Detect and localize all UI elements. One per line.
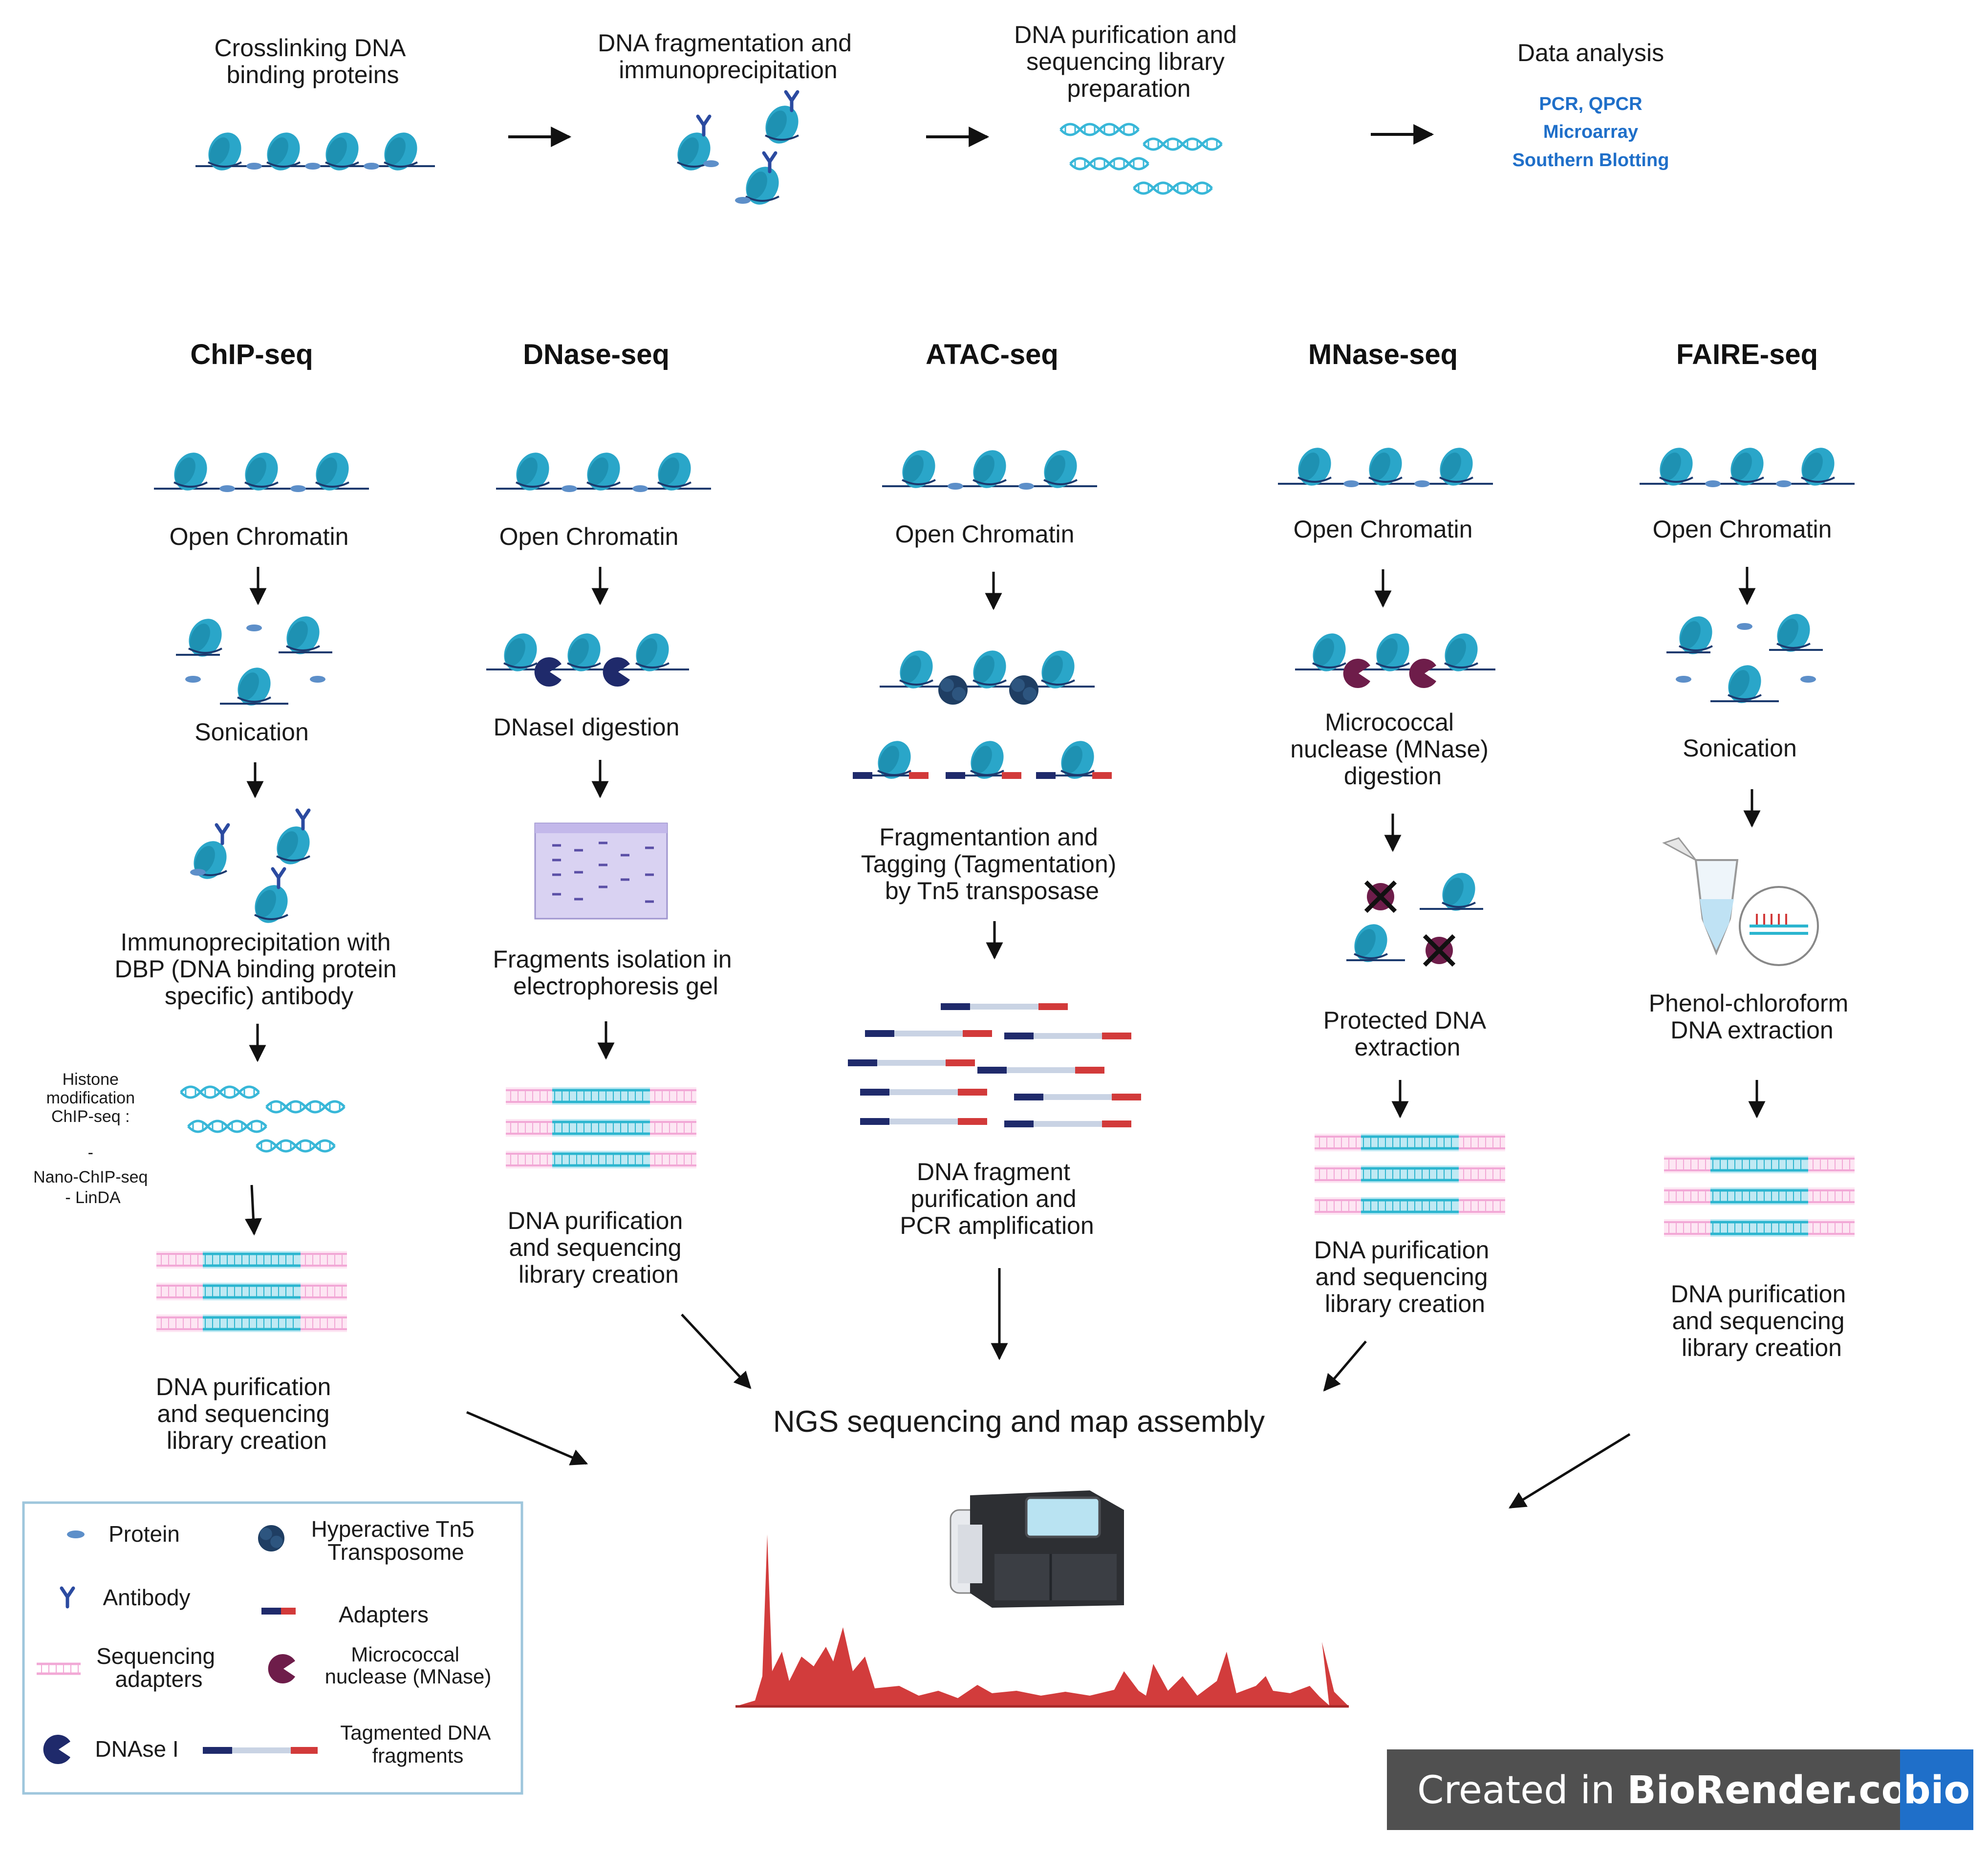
legend-label: DNAse I: [95, 1736, 178, 1762]
immunoprecipitation-icon: [187, 810, 317, 929]
method-title-faire-seq: FAIRE-seq: [1676, 339, 1818, 370]
extraction-tube-icon: [1662, 837, 1819, 966]
coverage-peaks-chart: [735, 1534, 1349, 1708]
legend-label: Hyperactive Tn5 Transposome: [311, 1516, 481, 1565]
method-title-dnase-seq: DNase-seq: [523, 339, 670, 370]
legend-label: Sequencing adapters: [96, 1643, 221, 1692]
step-label: Protected DNA extraction: [1323, 1007, 1492, 1061]
step-label: Open Chromatin: [1653, 516, 1832, 543]
step-label: DNA purification and sequencing library …: [156, 1373, 338, 1454]
sequencing-library-icon: [1664, 1156, 1855, 1237]
biorender-watermark: Created in BioRender.com bio: [1387, 1749, 1973, 1830]
adapters-icon: [261, 1608, 296, 1615]
electrophoresis-gel-icon: [534, 822, 668, 920]
step-label: Open Chromatin: [1294, 516, 1473, 543]
step-label: DNA purification and sequencing library …: [1671, 1280, 1853, 1361]
legend-label: Tagmented DNA fragments: [340, 1721, 496, 1767]
tagmented-fragments-icon: [848, 1003, 1141, 1127]
convergence-arrow: [1323, 1340, 1367, 1392]
step-label: Open Chromatin: [895, 520, 1075, 548]
convergence-arrow: [681, 1314, 752, 1389]
dna-helix-icon: [1060, 124, 1222, 194]
analysis-method: Microarray: [1543, 122, 1638, 142]
step-label: DNA purification and sequencing library …: [1314, 1236, 1496, 1317]
step-label: DNA fragment purification and PCR amplif…: [900, 1158, 1094, 1239]
legend-label: Adapters: [339, 1602, 429, 1627]
workflow-step-1-label: Crosslinking DNA binding proteins: [215, 34, 411, 88]
workflow-row: Crosslinking DNA binding proteins DNA fr…: [195, 21, 1669, 211]
method-title-chip-seq: ChIP-seq: [190, 339, 313, 370]
step-label: Fragments isolation in electrophoresis g…: [493, 946, 738, 1000]
legend-label: Micrococcal nuclease (MNase): [325, 1643, 492, 1688]
open-chromatin-icon: [1640, 441, 1855, 492]
step-label: Open Chromatin: [170, 523, 349, 550]
watermark-text: Created in BioRender.com: [1417, 1768, 1947, 1812]
sequencing-library-icon: [156, 1251, 347, 1332]
workflow-step-2-label: DNA fragmentation and immunoprecipitatio…: [598, 29, 859, 84]
step-label: DNA purification and sequencing library …: [508, 1207, 690, 1288]
legend: Protein Hyperactive Tn5 Transposome Anti…: [22, 1501, 523, 1795]
analysis-method: Southern Blotting: [1513, 150, 1669, 171]
step-label: Phenol-chloroform DNA extraction: [1649, 990, 1855, 1044]
open-chromatin-icon: [154, 446, 369, 497]
sequencing-library-icon: [506, 1087, 696, 1168]
step-label: Micrococcal nuclease (MNase) digestion: [1290, 709, 1495, 790]
column-chip-seq: Open Chromatin Sonication Immunoprecipit…: [33, 446, 588, 1465]
step-label: Open Chromatin: [499, 523, 679, 550]
legend-label: Antibody: [103, 1585, 190, 1610]
step-label: Sonication: [1683, 734, 1797, 762]
tn5-transposome-icon: [258, 1525, 284, 1551]
step-arrow: [244, 1185, 262, 1236]
sequencer-icon: [950, 1490, 1124, 1608]
sonicated-chromatin-icon: [176, 610, 332, 712]
column-atac-seq: Open Chromatin Fragmentantion and Taggin…: [848, 444, 1141, 1360]
step-label: Sonication: [194, 718, 309, 746]
step-label: Fragmentantion and Tagging (Tagmentation…: [861, 823, 1123, 905]
step-label: DNaseI digestion: [494, 713, 680, 741]
step-label: Immunoprecipitation with DBP (DNA bindin…: [114, 928, 403, 1010]
legend-label: Protein: [108, 1521, 180, 1547]
sonicated-chromatin-icon: [1666, 607, 1823, 710]
open-chromatin-icon: [882, 444, 1097, 495]
sequencing-adapters-icon: [37, 1662, 81, 1675]
convergence-arrow: [1509, 1433, 1631, 1509]
mnase-digestion-icon: [1295, 627, 1495, 688]
sequencing-library-icon: [1315, 1134, 1505, 1215]
tn5-tagmentation-icon: [853, 644, 1112, 785]
column-faire-seq: Open Chromatin Sonication Phenol-chlorof…: [1509, 441, 1855, 1509]
protected-dna-icon: [1346, 866, 1483, 969]
dnase-digestion-icon: [486, 627, 689, 687]
ngs-sequencing-label: NGS sequencing and map assembly: [773, 1405, 1265, 1439]
immunoprecipitated-complex-icon: [670, 92, 805, 211]
method-title-atac-seq: ATAC-seq: [926, 339, 1059, 370]
chromatin-icon: [195, 126, 435, 177]
workflow-step-3-label: DNA purification and sequencing library …: [1014, 21, 1244, 102]
column-dnase-seq: Open Chromatin DNaseI digestion Fragment…: [486, 446, 752, 1389]
dna-helix-icon: [181, 1087, 345, 1151]
column-mnase-seq: Open Chromatin Micrococcal nuclease (MNa…: [1278, 441, 1505, 1392]
analysis-method: PCR, QPCR: [1539, 94, 1642, 114]
biorender-logo: bio: [1903, 1768, 1970, 1812]
open-chromatin-icon: [496, 446, 711, 497]
method-title-mnase-seq: MNase-seq: [1308, 339, 1458, 370]
protein-icon: [67, 1530, 85, 1538]
workflow-step-4-label: Data analysis: [1517, 39, 1664, 66]
convergence-arrow: [466, 1411, 588, 1465]
tagmented-fragment-icon: [203, 1747, 318, 1754]
histone-modification-note: Histone modification ChIP-seq : - Nano-C…: [33, 1070, 152, 1207]
open-chromatin-icon: [1278, 441, 1493, 492]
